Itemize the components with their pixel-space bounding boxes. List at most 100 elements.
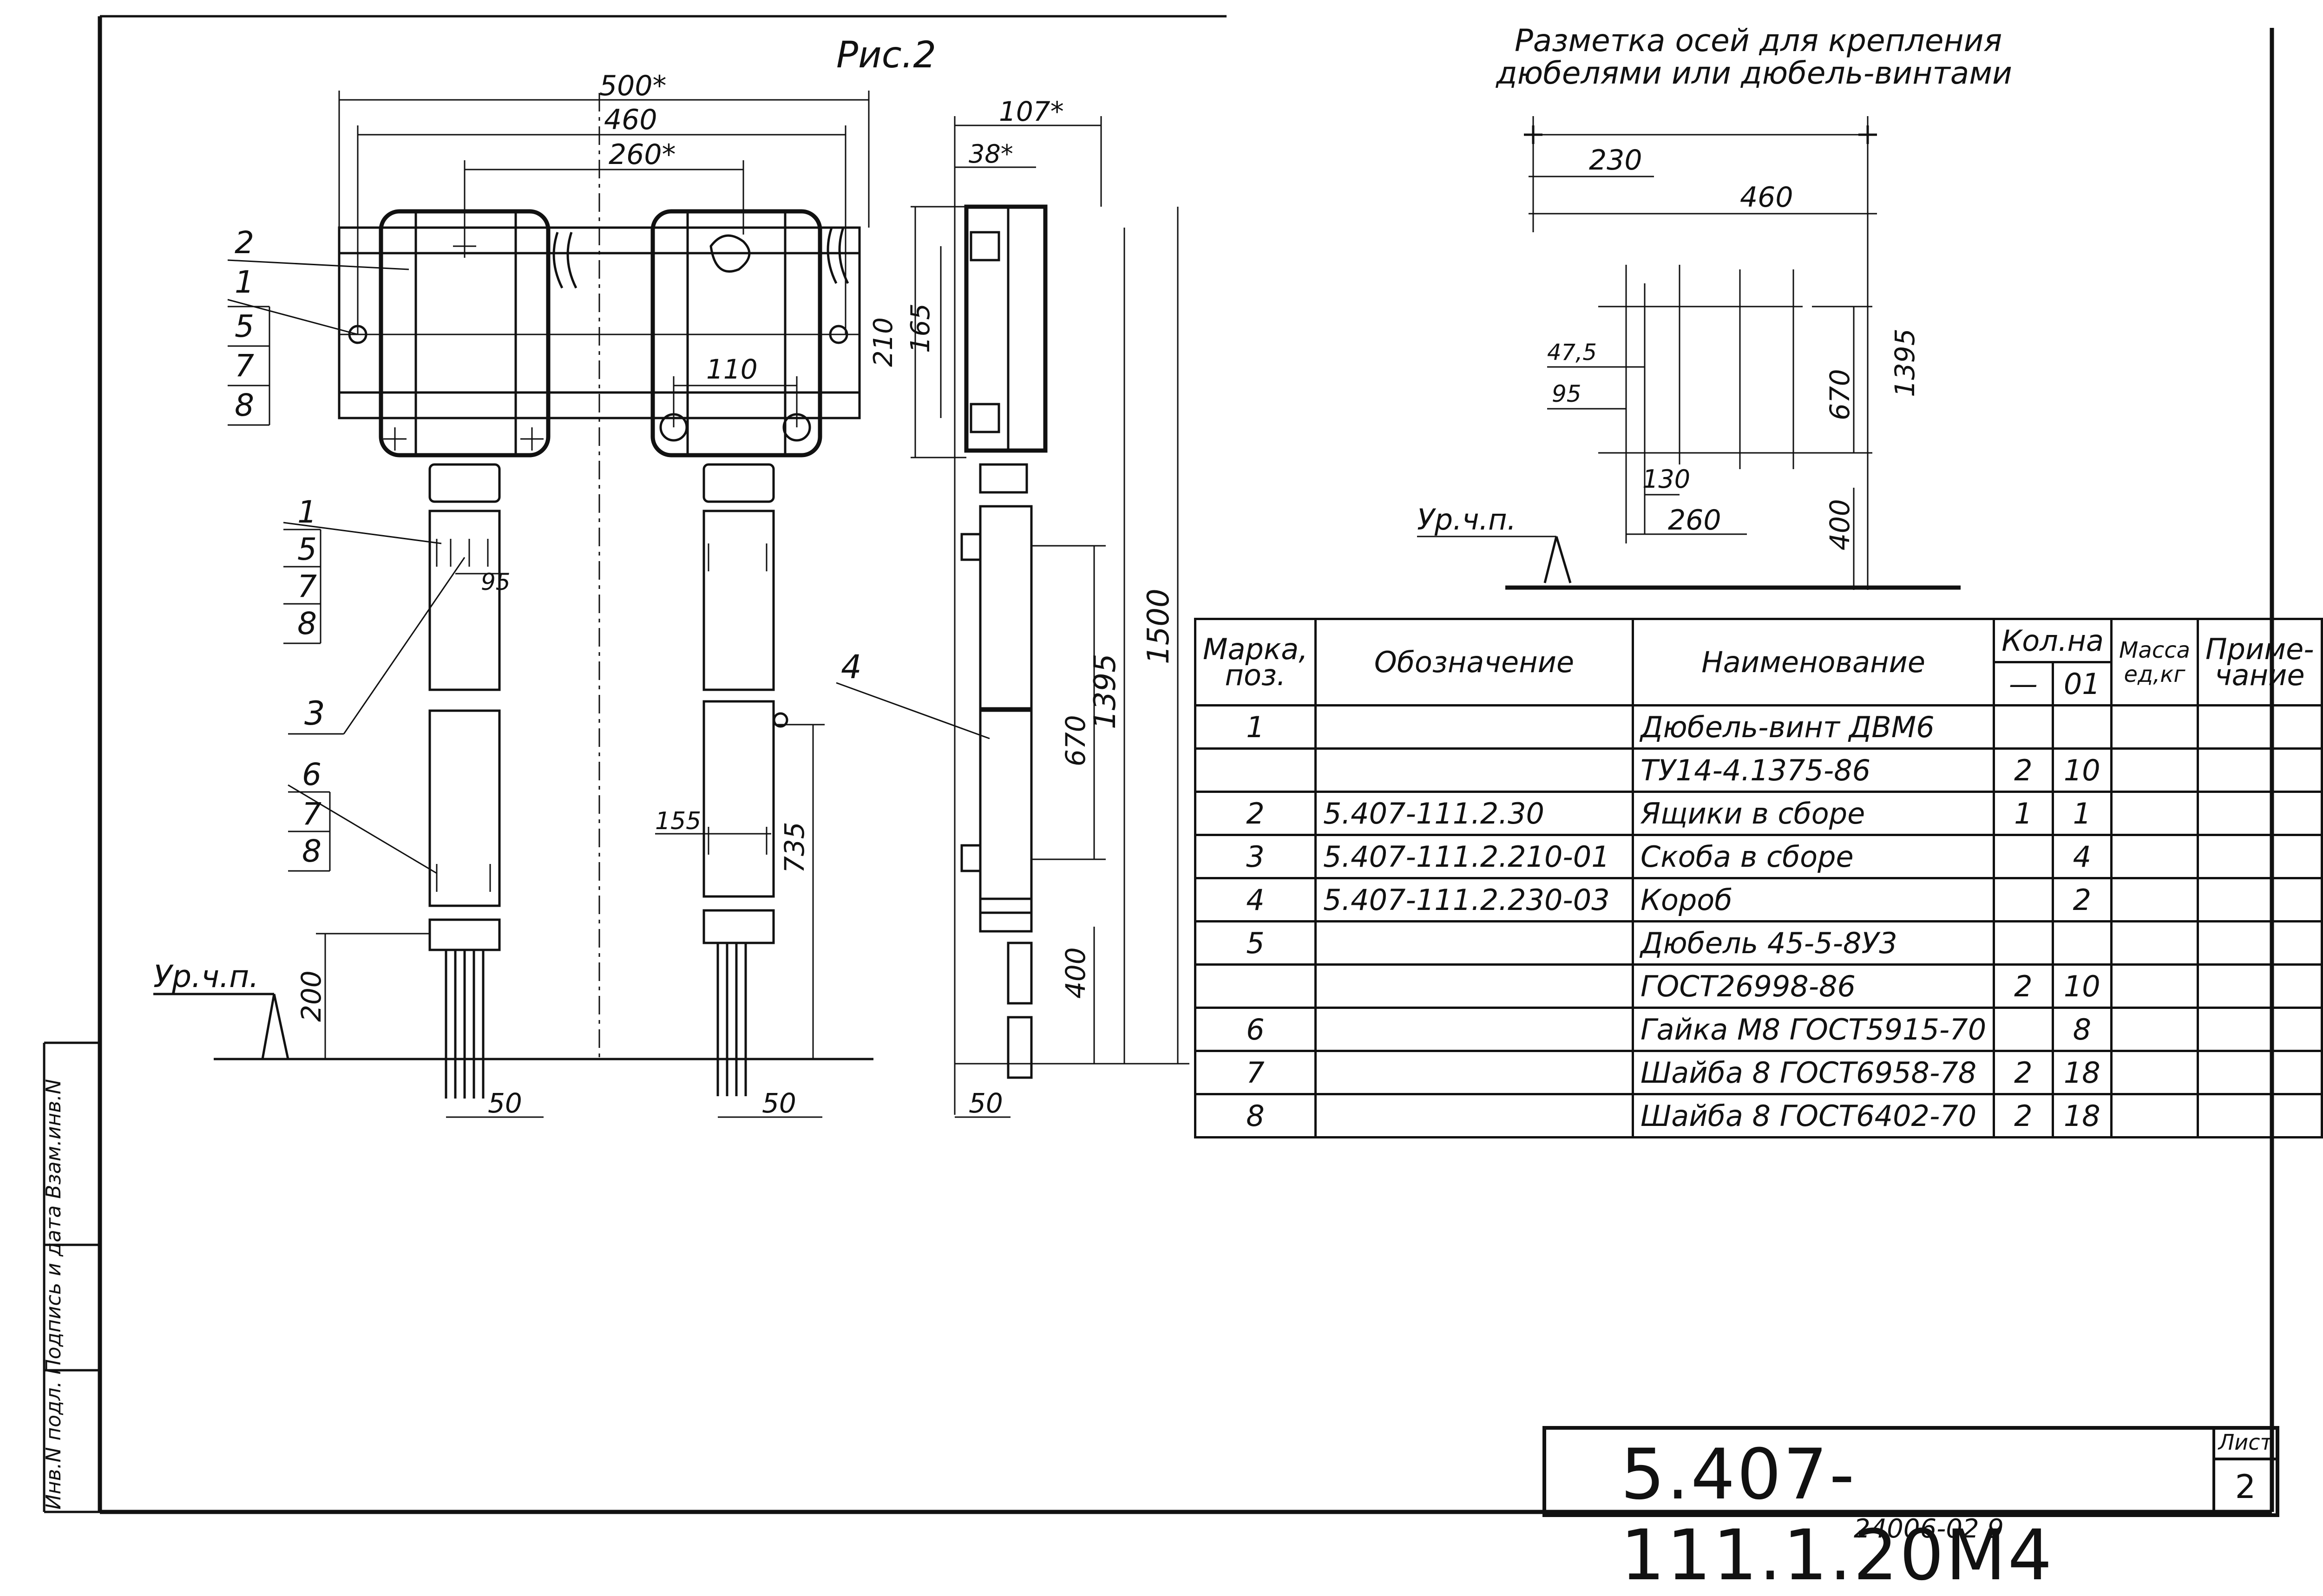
cell-mark	[1194, 963, 1317, 1009]
col-note: Приме- чание	[2197, 618, 2323, 706]
side-strip-text: Инв.N подл. Подпись и дата Взам.инв.N	[42, 1079, 66, 1510]
table-row: 1 Дюбель-винт ДВМ6	[1194, 704, 2323, 750]
cell-designation: 5.407-111.2.30	[1314, 791, 1634, 836]
sheet-label: Лист	[2212, 1430, 2276, 1460]
mk-670: 670	[1824, 369, 1856, 420]
markup-title-line2: дюбелями или дюбель-винтами	[1496, 55, 2012, 91]
cell-name: Дюбель 45-5-8У3	[1631, 920, 1995, 966]
cell-q1	[1993, 1007, 2054, 1052]
leader-top-1: 1	[235, 264, 254, 300]
cell-mark: 4	[1194, 877, 1317, 922]
table-subheader-row: — 01	[1195, 661, 2322, 706]
cell-q2: 4	[2051, 834, 2113, 879]
col-qty-dash: —	[1993, 661, 2054, 706]
markup-title-line1: Разметка осей для крепления	[1515, 23, 2002, 59]
cell-designation	[1314, 1093, 1634, 1138]
cell-name: Шайба 8 ГОСТ6958-78	[1631, 1050, 1995, 1095]
leader-callouts	[227, 259, 990, 874]
cell-note	[2197, 1050, 2323, 1095]
archive-number: 24006-02 9	[1854, 1514, 2004, 1544]
cell-designation: 5.407-111.2.210-01	[1314, 834, 1634, 879]
cell-mark: 1	[1194, 704, 1317, 750]
dim-1500: 1500	[1142, 589, 1176, 664]
floor-label-front: Ур.ч.п.	[153, 959, 259, 994]
cell-q2: 18	[2051, 1093, 2113, 1138]
cell-mass	[2110, 1050, 2199, 1095]
cell-mass	[2110, 1007, 2199, 1052]
dim-210: 210	[868, 317, 899, 367]
cell-q1: 2	[1993, 963, 2054, 1009]
leader-bracket: 3	[304, 694, 325, 733]
cell-note	[2197, 877, 2323, 922]
dim-155: 155	[655, 807, 701, 835]
dim-735: 735	[779, 822, 810, 873]
dim-460: 460	[604, 104, 657, 136]
cell-name: Дюбель-винт ДВМ6	[1631, 704, 1995, 750]
leader-mid-0: 1	[297, 494, 317, 530]
markup-diagram	[1417, 116, 1961, 590]
side-view	[954, 116, 1048, 1115]
cell-note	[2197, 920, 2323, 966]
cell-q2: 2	[2051, 877, 2113, 922]
cell-q2: 18	[2051, 1050, 2113, 1095]
cell-name: Шайба 8 ГОСТ6402-70	[1631, 1093, 1995, 1138]
specification-table: Марка, поз. Обозначение Наименование Кол…	[1194, 618, 2323, 1138]
mk-460: 460	[1740, 181, 1793, 214]
leader-mid-3: 8	[297, 606, 317, 641]
col-designation: Обозначение	[1314, 618, 1634, 706]
cell-designation	[1314, 747, 1634, 793]
cell-q1: 2	[1993, 747, 2054, 793]
leader-top-2: 5	[235, 308, 254, 344]
cell-q1	[1993, 920, 2054, 966]
mk-130: 130	[1642, 464, 1690, 494]
col-name: Наименование	[1631, 618, 1995, 706]
leader-bot-1: 7	[302, 796, 322, 832]
leader-top-4: 8	[235, 387, 254, 423]
right-duct	[702, 463, 788, 1096]
cell-designation	[1314, 963, 1634, 1009]
cell-note	[2197, 963, 2323, 1009]
mk-230: 230	[1589, 144, 1642, 177]
side-dimensions	[911, 116, 1189, 1118]
cell-mark: 6	[1194, 1007, 1317, 1052]
dim-670: 670	[1060, 715, 1091, 766]
mk-260: 260	[1668, 504, 1721, 536]
cell-q2: 10	[2051, 747, 2113, 793]
cell-mark: 7	[1194, 1050, 1317, 1095]
cell-mark: 2	[1194, 791, 1317, 836]
cell-mass	[2110, 1093, 2199, 1138]
cell-note	[2197, 1093, 2323, 1138]
cell-q1: 2	[1993, 1093, 2054, 1138]
cell-q1	[1993, 704, 2054, 750]
dim-1395: 1395	[1088, 654, 1122, 729]
document-code: 5.407-111.1.20М4	[1621, 1434, 2054, 1596]
dim-260: 260*	[609, 138, 676, 171]
leader-bot-2: 8	[302, 833, 322, 869]
cell-designation	[1314, 1050, 1634, 1095]
col-mass: Масса ед,кг	[2110, 618, 2199, 706]
col-qty-01: 01	[2051, 661, 2113, 706]
dim-165: 165	[906, 303, 936, 353]
cell-designation	[1314, 704, 1634, 750]
cell-mass	[2110, 877, 2199, 922]
cell-q1: 1	[1993, 791, 2054, 836]
cell-designation	[1314, 1007, 1634, 1052]
table-header-row: Марка, поз. Обозначение Наименование Кол…	[1194, 618, 2323, 706]
col-mark: Марка, поз.	[1194, 618, 1317, 706]
dim-400: 400	[1060, 947, 1091, 999]
dim-200: 200	[295, 970, 327, 1022]
mk-400: 400	[1824, 499, 1856, 550]
cell-mass	[2110, 747, 2199, 793]
cell-note	[2197, 834, 2323, 879]
cell-name: Короб	[1631, 877, 1995, 922]
cell-name: Ящики в сборе	[1631, 791, 1995, 836]
leader-mid-2: 7	[297, 569, 317, 604]
cell-designation	[1314, 920, 1634, 966]
left-duct	[428, 463, 501, 1099]
